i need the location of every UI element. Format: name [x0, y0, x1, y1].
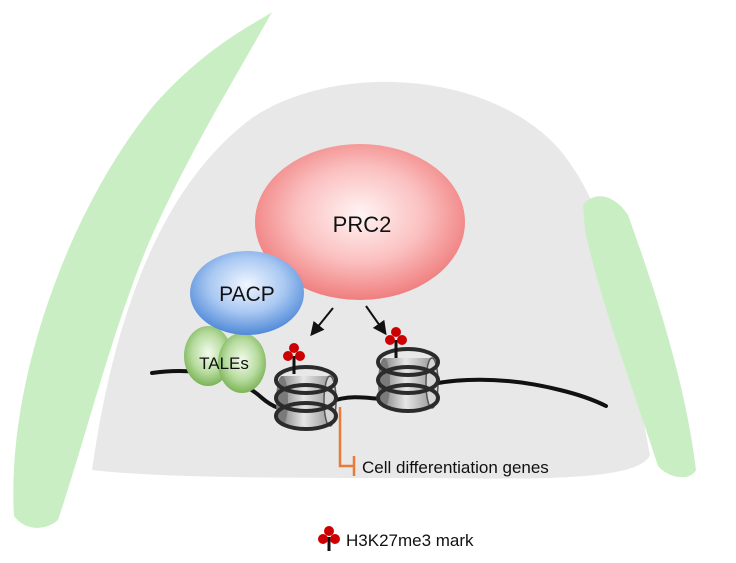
- pacp-protein: [190, 251, 304, 335]
- nucleosome-icon: [376, 347, 440, 413]
- prc2-label: PRC2: [333, 212, 392, 237]
- cell-differentiation-genes-label: Cell differentiation genes: [362, 458, 549, 477]
- arrow-to-nucleosome-1: [310, 307, 334, 337]
- left-leaf-shape: [13, 12, 273, 528]
- h3k27me3-mark-icon: [283, 343, 305, 374]
- pacp-label: PACP: [219, 283, 275, 306]
- inhibition-line: [338, 407, 354, 468]
- nucleosome-icon: [274, 365, 338, 431]
- legend-label: H3K27me3 mark: [346, 531, 474, 550]
- tale-protein-right: [218, 333, 266, 393]
- right-leaf-shape: [583, 196, 696, 478]
- prc2-complex: [255, 144, 465, 300]
- h3k27me3-mark-icon: [385, 327, 407, 358]
- arrow-to-nucleosome-2: [365, 305, 387, 336]
- tales-label: TALEs: [199, 354, 249, 373]
- legend-mark-icon: [318, 526, 340, 551]
